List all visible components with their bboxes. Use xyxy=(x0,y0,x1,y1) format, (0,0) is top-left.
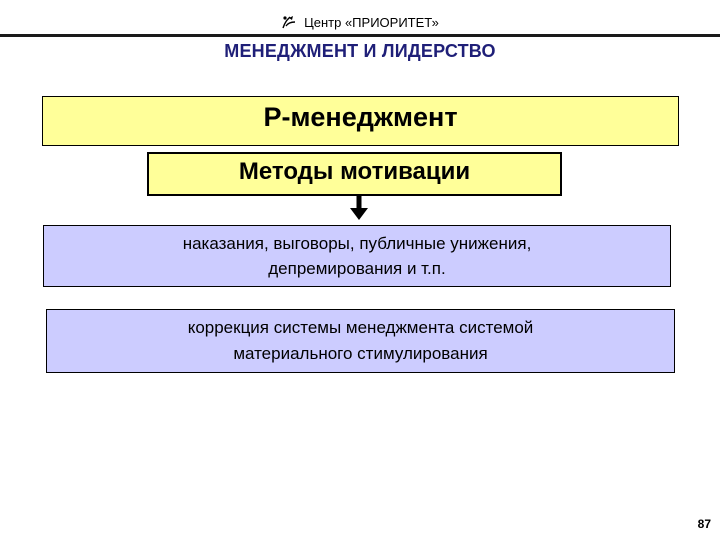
header-divider xyxy=(0,34,720,37)
motivation-methods-label: Методы мотивации xyxy=(238,158,471,185)
page-title: МЕНЕДЖМЕНТ И ЛИДЕРСТВО xyxy=(224,41,496,61)
punishments-box: наказания, выговоры, публичные унижения,… xyxy=(43,225,671,287)
punishments-text: наказания, выговоры, публичные унижения,… xyxy=(182,234,532,278)
page-number: 87 xyxy=(697,517,711,531)
org-name: Центр «ПРИОРИТЕТ» xyxy=(304,14,439,30)
motivation-methods-box: Методы мотивации xyxy=(147,152,562,196)
system-correction-text: коррекция системы менеджмента системой м… xyxy=(187,318,534,363)
r-management-label: Р-менеджмент xyxy=(263,102,458,132)
arrow-down-icon xyxy=(350,196,368,220)
header: Центр «ПРИОРИТЕТ» xyxy=(0,12,720,32)
r-management-box: Р-менеджмент xyxy=(42,96,679,146)
system-correction-box: коррекция системы менеджмента системой м… xyxy=(46,309,675,373)
center-logo-icon xyxy=(282,16,296,29)
